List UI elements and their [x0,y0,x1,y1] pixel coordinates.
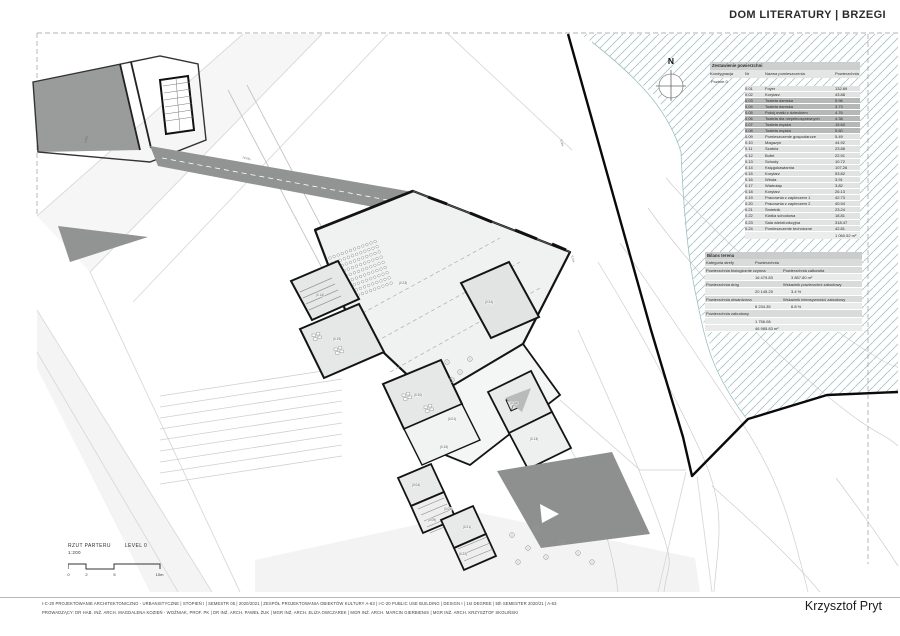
svg-text:(0.24): (0.24) [485,300,493,304]
north-arrow-icon: N [656,56,686,101]
total-area: 1 060.52 m² [835,232,857,238]
col-powierzchnia: Powierzchnia [835,71,859,76]
stair-core [158,74,196,136]
scale-tick: 2 [85,572,88,577]
room-schedule-table: Zestawienie powierzchni Kondygnacja Nr N… [710,62,860,240]
page-title: DOM LITERATURY | BRZEGI [729,9,886,21]
svg-text:14.6%: 14.6% [242,155,252,161]
footer-course-info: I-C-20 PROJEKTOWANIE ARCHITEKTONICZNO - … [42,601,557,606]
col-nr: Nr [745,71,750,76]
scale-tick: 5 [113,572,116,577]
svg-text:(0.09): (0.09) [428,518,436,522]
north-label: N [668,56,674,66]
scale-bar: 0 2 5 10m [67,562,168,578]
svg-text:(0.23): (0.23) [399,281,407,285]
col-nazwa: Nazwa pomieszczenia [765,71,805,76]
site-row: 1 756.08 [705,317,862,325]
footer-rule [0,597,900,598]
site-table-title: Bilans terenu [705,252,862,260]
site-row: 46 985.83 m² [705,324,862,333]
room-table-header: Kondygnacja Nr Nazwa pomieszczenia Powie… [710,70,860,78]
site-row: Powierzchnia zabudowy [705,310,862,318]
svg-text:(0.05): (0.05) [444,507,452,511]
drawing-name: RZUT PARTERU [68,543,111,549]
existing-building [32,55,207,262]
shelves [299,277,342,311]
drawing-scale: 1:200 [68,550,81,555]
workshop-tables [311,332,434,413]
drawing-legend: RZUT PARTERU LEVEL 0 1:200 0 2 5 10m [67,543,188,578]
svg-text:5.1%: 5.1% [570,255,576,263]
access-road [150,146,421,216]
svg-text:(0.22): (0.22) [459,552,467,556]
stairs-2 [457,536,494,562]
room-table-total: 1 060.52 m² [745,231,860,240]
svg-text:(0.13): (0.13) [530,437,538,441]
svg-text:(0.04): (0.04) [412,483,420,487]
svg-text:(0.21): (0.21) [463,525,471,529]
terrace-stripes [159,367,343,485]
plan-room-labels: (0.23) (0.24) (0.01) (0.15) (0.14) (0.19) (0.2… [315,281,538,557]
drawing-level: LEVEL 0 [124,543,148,549]
svg-text:(0.16): (0.16) [510,401,518,405]
scale-tick: 0 [67,572,70,577]
svg-text:(0.19): (0.19) [333,337,341,341]
site-boundary-line [566,33,899,478]
svg-text:5.3%: 5.3% [559,139,565,147]
gray-wedge [58,226,148,262]
svg-text:(0.01): (0.01) [448,417,456,421]
slope-labels: 5.3% 5.1% 5.8% 14.6% [83,135,576,263]
scale-tick: 10m [155,572,164,577]
main-floor-plan [289,189,650,572]
room-table-title: Zestawienie powierzchni [710,62,860,70]
terrace [497,452,650,548]
col-kondygnacja: Kondygnacja [710,71,734,76]
author-name: Krzysztof Pryt [804,599,882,613]
svg-text:(0.20): (0.20) [414,393,422,397]
footer-tutors-info: PROWADZĄCY: DR HAB. INŻ. ARCH. MAGDALENA… [42,610,519,615]
svg-text:(0.14): (0.14) [316,293,324,297]
svg-text:5.8%: 5.8% [83,135,89,143]
level-label: Poziom 0 [711,79,728,84]
svg-text:(0.15): (0.15) [440,445,448,449]
trees [444,356,595,565]
